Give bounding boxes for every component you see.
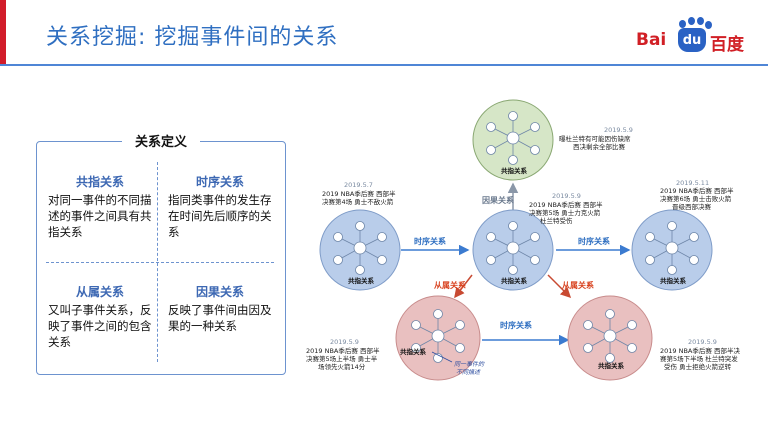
edge-cause: 因果关系 [482, 182, 519, 210]
event-node-center: 共指关系 2019.5.9 2019 NBA季后赛 西部半 决赛第5场 勇士力克… [472, 192, 603, 291]
edge-label-sub-right: 从属关系 [562, 280, 594, 290]
edge-temporal-right: 时序关系 [556, 236, 631, 256]
edge-label-temporal-bottom: 时序关系 [500, 320, 532, 330]
node-desc-line: 赛第5场下半场 杜兰特突发 [660, 354, 738, 363]
def-title-coreference: 共指关系 [75, 175, 124, 189]
node-desc-line: 决赛第6场 勇士击败火箭 [660, 194, 732, 203]
node-date: 2019.5.11 [676, 179, 709, 187]
node-date: 2019.5.9 [552, 192, 581, 200]
logo-text-bai: Bai [636, 30, 667, 50]
node-label: 共指关系 [598, 361, 625, 370]
node-desc-line: 晋级西部决赛 [672, 202, 712, 211]
paw-toe-icon [679, 20, 686, 28]
node-desc-line: 2019 NBA季后赛 西部半 [322, 189, 396, 198]
def-body-subevent: 又叫子事件关系，反映了事件之间的包含关系 [48, 303, 152, 349]
node-desc-line: 受伤 勇士拒绝火箭逆转 [664, 362, 732, 371]
paw-toe-icon [697, 17, 704, 25]
node-date: 2019.5.9 [688, 338, 717, 346]
node-date: 2019.5.9 [330, 338, 359, 346]
node-desc-line: 2019 NBA季后赛 西部半决 [660, 346, 740, 355]
event-node-bottom-left: 共指关系 同一事件的 不同描述 2019.5.9 2019 NBA季后赛 西部半… [306, 295, 485, 381]
annotation-line: 同一事件的 [454, 360, 485, 368]
baidu-logo: Bai du 百度 [632, 17, 762, 60]
node-desc-line: 2019 NBA季后赛 西部半 [306, 346, 380, 355]
logo-text-baidu: 百度 [710, 35, 744, 55]
node-date: 2019.5.7 [344, 181, 373, 189]
node-label: 共指关系 [501, 276, 528, 285]
accent-bar [0, 0, 6, 66]
event-node-right: 共指关系 2019.5.11 2019 NBA季后赛 西部半 决赛第6场 勇士击… [631, 179, 734, 291]
edge-temporal-bottom: 时序关系 [482, 320, 570, 346]
def-title-subevent: 从属关系 [75, 285, 124, 299]
node-desc-line: 决赛第5场上半场 勇士半 [306, 354, 378, 363]
edge-label-temporal-right: 时序关系 [578, 236, 610, 246]
node-date: 2019.5.9 [604, 126, 633, 134]
title-rule [0, 64, 768, 66]
node-desc-line: 2019 NBA季后赛 西部半 [529, 200, 603, 209]
slide-title: 关系挖掘: 挖掘事件间的关系 [46, 25, 339, 50]
node-label: 共指关系 [660, 276, 687, 285]
node-label: 共指关系 [501, 166, 528, 175]
node-label: 共指关系 [400, 347, 427, 356]
panel-divider-horizontal [46, 262, 274, 263]
node-desc-line: 决赛第4场 勇士不敌火箭 [322, 197, 394, 206]
def-body-temporal: 指同类事件的发生存在时间先后顺序的关系 [168, 193, 272, 239]
edge-sub-left: 从属关系 [434, 274, 473, 299]
node-desc-line: 西决剩余全部比赛 [573, 142, 626, 151]
paw-toe-icon [705, 21, 712, 29]
event-node-left: 共指关系 2019.5.7 2019 NBA季后赛 西部半 决赛第4场 勇士不敌… [319, 181, 401, 291]
edge-label-temporal-left: 时序关系 [414, 236, 446, 246]
annotation-line: 不同描述 [456, 368, 481, 376]
paw-toe-icon [688, 17, 695, 25]
def-body-causal: 反映了事件间由因及果的一种关系 [168, 303, 272, 333]
node-desc-line: 2019 NBA季后赛 西部半 [660, 186, 734, 195]
node-desc-line: 决赛第5场 勇士力克火箭 [529, 208, 601, 217]
edge-sub-right: 从属关系 [547, 274, 594, 299]
def-body-coreference: 对同一事件的不同描述的事件之间具有共指关系 [48, 193, 152, 239]
node-desc-line: 杜兰特受伤 [540, 216, 573, 225]
edge-label-cause: 因果关系 [482, 195, 514, 205]
node-label: 共指关系 [348, 276, 375, 285]
edge-temporal-left: 时序关系 [401, 236, 470, 256]
node-desc-line: 曝杜兰特有可能因伤缺席 [559, 134, 631, 143]
event-node-top: 共指关系 2019.5.9 曝杜兰特有可能因伤缺席 西决剩余全部比赛 [472, 99, 633, 181]
node-desc-line: 场领先火箭14分 [318, 362, 366, 371]
event-node-bottom-right: 共指关系 2019.5.9 2019 NBA季后赛 西部半决 赛第5场下半场 杜… [567, 295, 740, 381]
def-title-temporal: 时序关系 [195, 175, 244, 189]
def-title-causal: 因果关系 [195, 285, 244, 299]
logo-paw-du: du [678, 28, 706, 52]
edge-label-sub-left: 从属关系 [434, 280, 466, 290]
annotation-pointer [431, 351, 453, 363]
definition-heading: 关系定义 [122, 131, 200, 150]
